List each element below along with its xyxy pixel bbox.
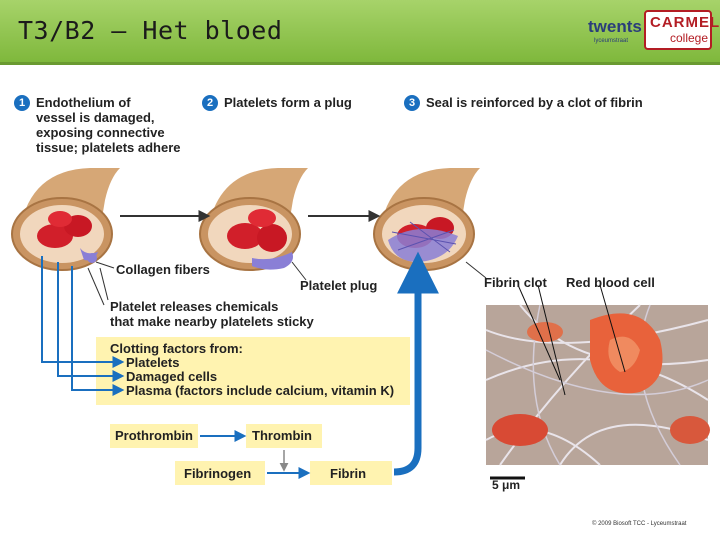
page-title: T3/B2 – Het bloed bbox=[18, 16, 283, 45]
step-3-text: Seal is reinforced by a clot of fibrin bbox=[426, 95, 643, 110]
prothrombin-box bbox=[110, 424, 198, 448]
step-1-line: tissue; platelets adhere bbox=[36, 140, 181, 155]
clotting-item: Plasma (factors include calcium, vitamin… bbox=[126, 383, 395, 398]
clotting-heading: Clotting factors from: bbox=[110, 341, 243, 356]
step-3: 3 Seal is reinforced by a clot of fibrin bbox=[404, 95, 643, 111]
logo-text: twents bbox=[588, 17, 642, 36]
label-red-blood-cell: Red blood cell bbox=[566, 275, 655, 290]
step-1-line: exposing connective bbox=[36, 125, 165, 140]
releases-line-1: Platelet releases chemicals bbox=[110, 299, 279, 314]
label-platelet-plug: Platelet plug bbox=[300, 278, 378, 293]
fibrin-clot-illustration bbox=[373, 168, 480, 271]
step-3-number: 3 bbox=[404, 95, 420, 111]
step-1-line: vessel is damaged, bbox=[36, 110, 155, 125]
logo-badge: CARMEL college bbox=[644, 10, 719, 50]
header-bar: T3/B2 – Het bloed twents lyceumstraat CA… bbox=[0, 0, 720, 65]
footer-copyright: © 2009 Biosoft TCC - Lyceumstraat bbox=[592, 521, 687, 527]
vessel-damaged-illustration bbox=[11, 168, 120, 271]
label-collagen-fibers: Collagen fibers bbox=[116, 262, 210, 277]
step-1-number: 1 bbox=[14, 95, 30, 111]
step-2-number: 2 bbox=[202, 95, 218, 111]
cascade-prothrombin: Prothrombin bbox=[115, 428, 193, 443]
step-1: 1 Endothelium of vessel is damaged, expo… bbox=[14, 95, 181, 155]
platelet-plug-illustration bbox=[199, 168, 308, 271]
fibrin-box bbox=[310, 461, 392, 485]
clotting-list: Platelets Damaged cells Plasma (factors … bbox=[126, 356, 394, 398]
step-1-line: Endothelium of bbox=[36, 95, 131, 110]
label-fibrin-clot: Fibrin clot bbox=[484, 275, 547, 290]
scale-label: 5 μm bbox=[492, 478, 521, 492]
clotting-item: Damaged cells bbox=[126, 369, 218, 384]
cascade-fibrinogen: Fibrinogen bbox=[184, 466, 252, 481]
logo-brand-sub: college bbox=[670, 31, 709, 45]
step-2: 2 Platelets form a plug bbox=[202, 95, 352, 111]
step-2-text: Platelets form a plug bbox=[224, 95, 352, 110]
logo-sub: lyceumstraat bbox=[594, 38, 629, 44]
clotting-factors-box bbox=[96, 337, 410, 405]
cascade-fibrin: Fibrin bbox=[330, 466, 367, 481]
label-platelet-releases: Platelet releases chemicals that make ne… bbox=[110, 299, 314, 329]
school-logo: twents lyceumstraat CARMEL college bbox=[586, 8, 719, 50]
fibrinogen-box bbox=[175, 461, 265, 485]
logo-brand: CARMEL bbox=[650, 14, 720, 31]
fibrin-micrograph bbox=[485, 284, 710, 466]
cascade-thrombin: Thrombin bbox=[252, 428, 312, 443]
thrombin-box bbox=[246, 424, 322, 448]
releases-line-2: that make nearby platelets sticky bbox=[110, 314, 314, 329]
clotting-item: Platelets bbox=[126, 355, 180, 370]
